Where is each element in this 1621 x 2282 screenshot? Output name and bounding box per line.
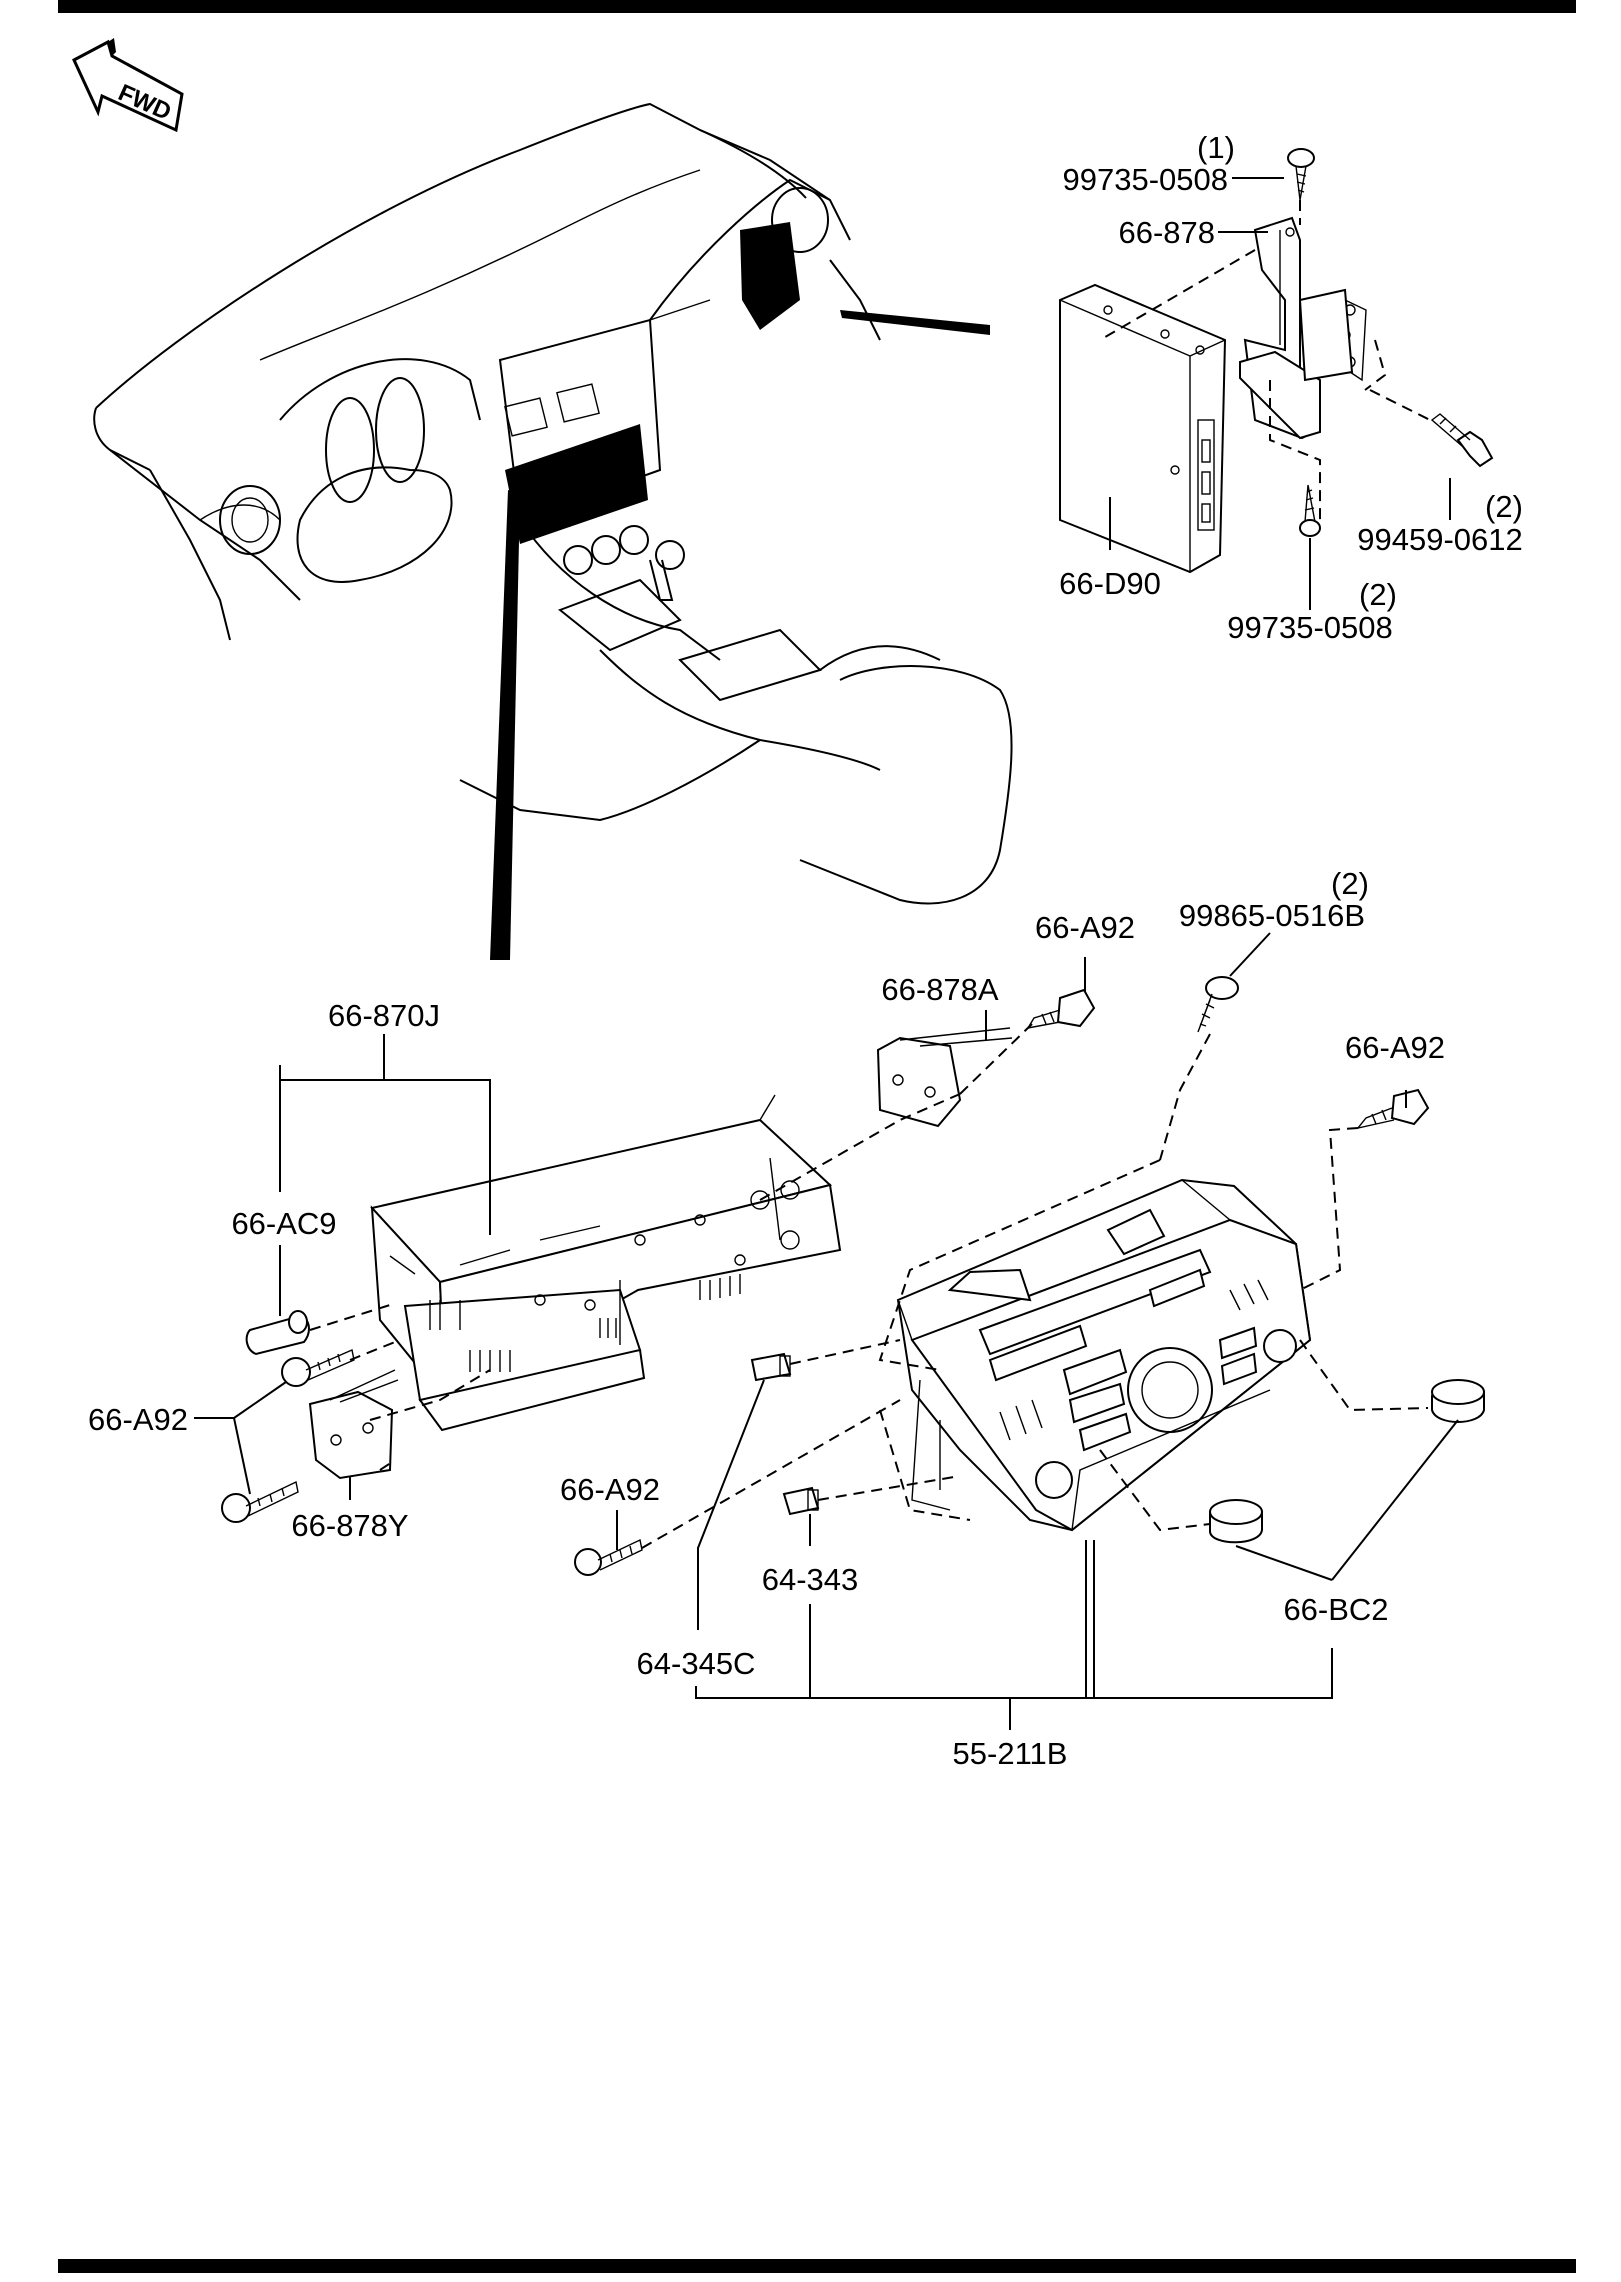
connector-64-343-icon bbox=[782, 1486, 820, 1516]
label-66-A92-right: 66-A92 bbox=[1345, 1030, 1445, 1065]
screw-99865-icon bbox=[1197, 976, 1239, 1033]
label-66-878A: 66-878A bbox=[881, 972, 999, 1007]
label-64-345C: 64-345C bbox=[637, 1646, 756, 1681]
qty-99735-top: (1) bbox=[1197, 130, 1235, 165]
label-66-878: 66-878 bbox=[1118, 215, 1215, 250]
module-66-D90 bbox=[1059, 283, 1227, 574]
audio-unit-66-870J bbox=[370, 1094, 842, 1432]
label-66-AC9: 66-AC9 bbox=[231, 1206, 336, 1241]
dashboard-illustration bbox=[93, 102, 1013, 960]
label-66-A92-left: 66-A92 bbox=[88, 1402, 188, 1437]
part-labels: (1) 99735-0508 66-878 66-D90 (2) 99735-0… bbox=[88, 130, 1523, 1771]
spacer-66-AC9-icon bbox=[245, 1310, 310, 1356]
bolt-99459-icon bbox=[1430, 413, 1494, 468]
label-99735-0508-bottom: 99735-0508 bbox=[1227, 610, 1393, 645]
screw-66-A92-left-upper-icon bbox=[281, 1349, 355, 1387]
qty-99459: (2) bbox=[1485, 489, 1523, 524]
module-leaders bbox=[1109, 177, 1451, 610]
qty-99735-bottom: (2) bbox=[1359, 577, 1397, 612]
label-55-211B: 55-211B bbox=[953, 1736, 1068, 1771]
label-66-870J: 66-870J bbox=[328, 998, 440, 1033]
bracket-66-878Y bbox=[308, 1369, 399, 1480]
screw-66-A92-left-lower-icon bbox=[221, 1480, 299, 1523]
label-66-A92-top: 66-A92 bbox=[1035, 910, 1135, 945]
top-border-bar bbox=[58, 0, 1576, 13]
bracket-66-878A bbox=[876, 1027, 1013, 1128]
label-66-A92-mid: 66-A92 bbox=[560, 1472, 660, 1507]
label-66-D90: 66-D90 bbox=[1059, 566, 1161, 601]
label-66-878Y: 66-878Y bbox=[291, 1508, 408, 1543]
bracket-66-878 bbox=[1239, 216, 1367, 440]
label-99459-0612: 99459-0612 bbox=[1357, 522, 1523, 557]
knob-66-BC2-lower-icon bbox=[1209, 1499, 1263, 1544]
qty-99865: (2) bbox=[1331, 866, 1369, 901]
screw-66-A92-right-icon bbox=[1356, 1088, 1430, 1130]
label-99865-0516B: 99865-0516B bbox=[1179, 898, 1365, 933]
screw-99735-top-icon bbox=[1287, 148, 1315, 201]
screw-66-A92-top-icon bbox=[1026, 988, 1096, 1029]
fwd-arrow-icon: FWD bbox=[72, 38, 184, 133]
audio-dashed-leaders bbox=[309, 1023, 1429, 1549]
bottom-border-bar bbox=[58, 2259, 1576, 2273]
label-99735-0508-top: 99735-0508 bbox=[1063, 162, 1229, 197]
module-dashed-leaders bbox=[1099, 200, 1431, 520]
knob-66-BC2-upper-icon bbox=[1431, 1379, 1485, 1423]
screw-99735-bottom-icon bbox=[1299, 484, 1321, 537]
label-66-BC2: 66-BC2 bbox=[1283, 1592, 1388, 1627]
connector-64-345C-icon bbox=[750, 1352, 792, 1382]
audio-leaders bbox=[194, 932, 1459, 1730]
label-64-343: 64-343 bbox=[762, 1562, 859, 1597]
screw-66-A92-mid-icon bbox=[574, 1538, 643, 1576]
control-panel-55-211B bbox=[896, 1178, 1312, 1532]
